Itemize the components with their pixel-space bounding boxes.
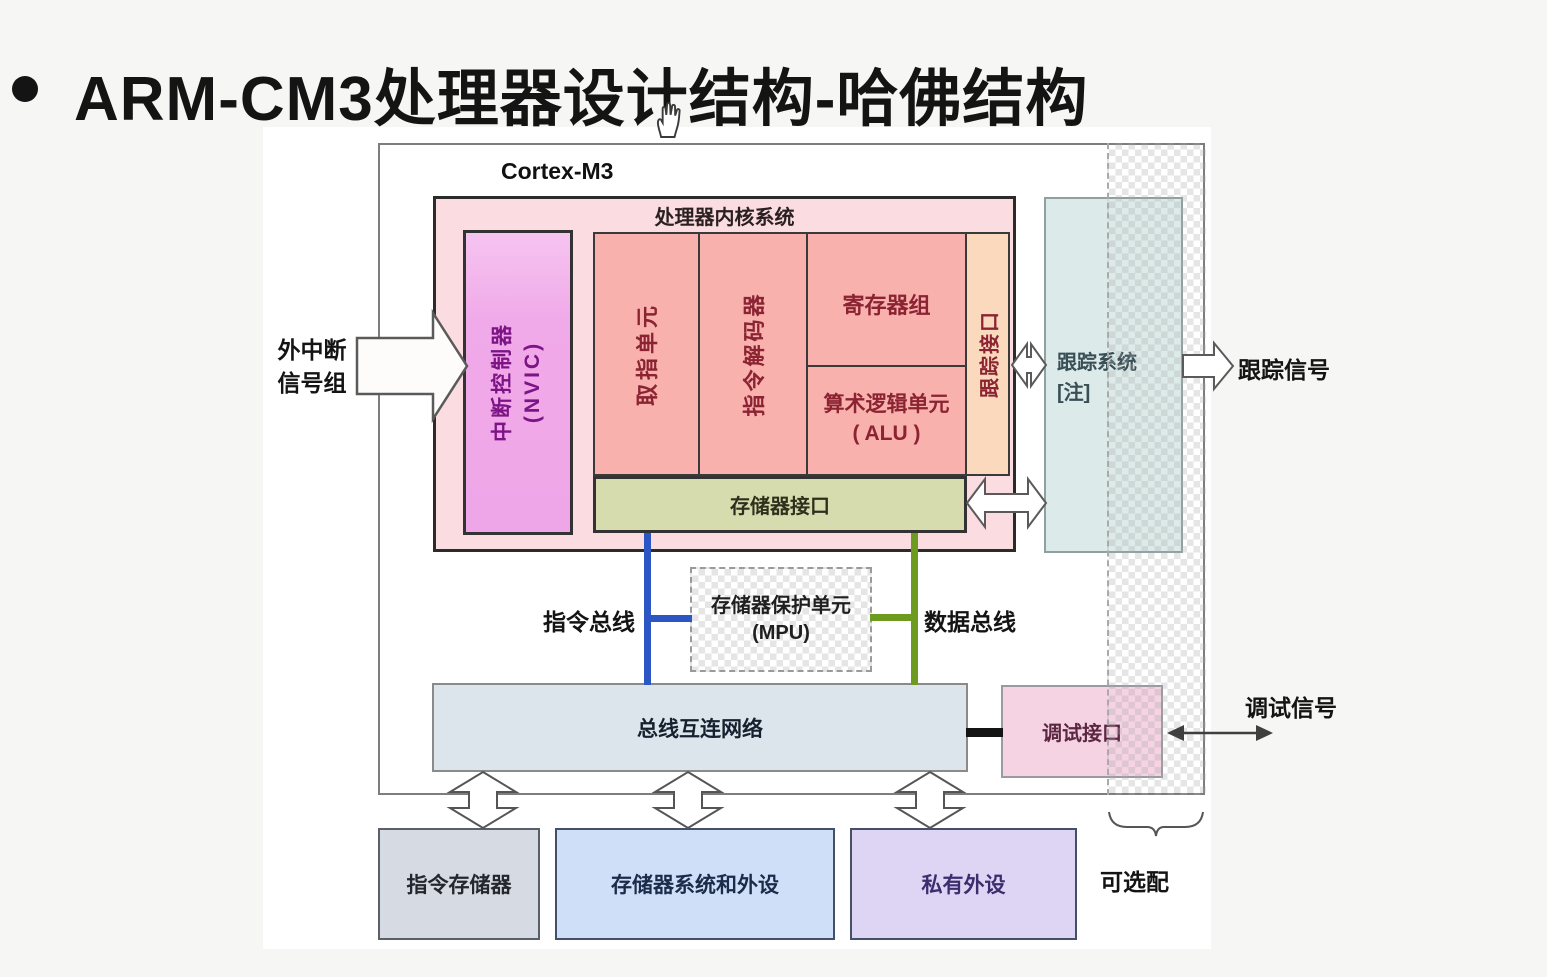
debug-connector [966,728,1003,737]
data-bus-connector [870,614,914,621]
debug-interface-label: 调试接口 [1042,723,1122,745]
trace-system-box [1044,197,1183,553]
instruction-bus-connector [648,615,692,622]
optional-label: 可选配 [1100,869,1169,895]
trace-interface-box [965,232,1010,476]
mpu-label-line2: (MPU) [752,621,810,644]
debug-interface-box: 调试接口 [1001,685,1163,778]
instruction-decoder-box [698,232,808,476]
nvic-label: 中断控制器 (NVIC) [488,322,548,442]
nvic-box [463,230,573,535]
memory-interface-label: 存储器接口 [730,496,830,518]
mpu-label-line1: 存储器保护单元 [711,594,851,617]
page-title: ARM-CM3处理器设计结构-哈佛结构 [74,65,1089,134]
trace-system-label: 跟踪系统 [注] [1057,348,1137,408]
data-bus-line [911,533,918,685]
instruction-memory-box: 指令存储器 [378,828,540,940]
trace-signal-label: 跟踪信号 [1238,357,1330,383]
mpu-box: 存储器保护单元 (MPU) [690,567,872,672]
external-interrupt-line1: 外中断 [277,337,347,363]
alu-label-line2: ( ALU ) [852,422,921,445]
nvic-label-line2: (NVIC) [521,340,544,424]
trace-system-label-line1: 跟踪系统 [1057,352,1137,374]
hand-cursor-icon [656,102,681,138]
alu-label: 算术逻辑单元 ( ALU ) [806,390,967,448]
instruction-decoder-label: 指令解码器 [742,291,767,417]
fetch-unit-label: 取指单元 [635,301,660,407]
trace-system-label-line2: [注] [1057,382,1091,404]
memory-interface-box: 存储器接口 [593,476,967,533]
fetch-unit-box [593,232,700,476]
debug-signal-arrowhead-right [1256,725,1273,741]
nvic-label-line1: 中断控制器 [491,322,514,442]
external-interrupt-line2: 信号组 [277,370,347,396]
bus-matrix-label: 总线互连网络 [637,717,763,741]
bullet-icon [12,76,38,102]
private-peripherals-box: 私有外设 [850,828,1077,940]
external-interrupt-label: 外中断 信号组 [272,334,352,400]
trace-interface-label: 跟踪接口 [979,310,1002,398]
memory-system-box: 存储器系统和外设 [555,828,835,940]
data-bus-label: 数据总线 [924,609,1016,635]
processor-core-title: 处理器内核系统 [654,207,795,229]
alu-box [806,365,967,476]
private-peripherals-label: 私有外设 [921,874,1006,897]
instruction-bus-label: 指令总线 [543,609,635,635]
alu-label-line1: 算术逻辑单元 [823,393,950,416]
instruction-bus-line [644,533,651,685]
memory-system-label: 存储器系统和外设 [611,874,779,897]
debug-signal-label: 调试信号 [1245,695,1337,721]
chip-label: Cortex-M3 [501,158,614,184]
bus-matrix-box: 总线互连网络 [432,683,968,772]
register-bank-box [806,232,967,367]
register-bank-label: 寄存器组 [842,293,931,318]
slide-title-row: ARM-CM3处理器设计结构-哈佛结构 [0,26,1547,134]
instruction-memory-label: 指令存储器 [406,874,512,897]
